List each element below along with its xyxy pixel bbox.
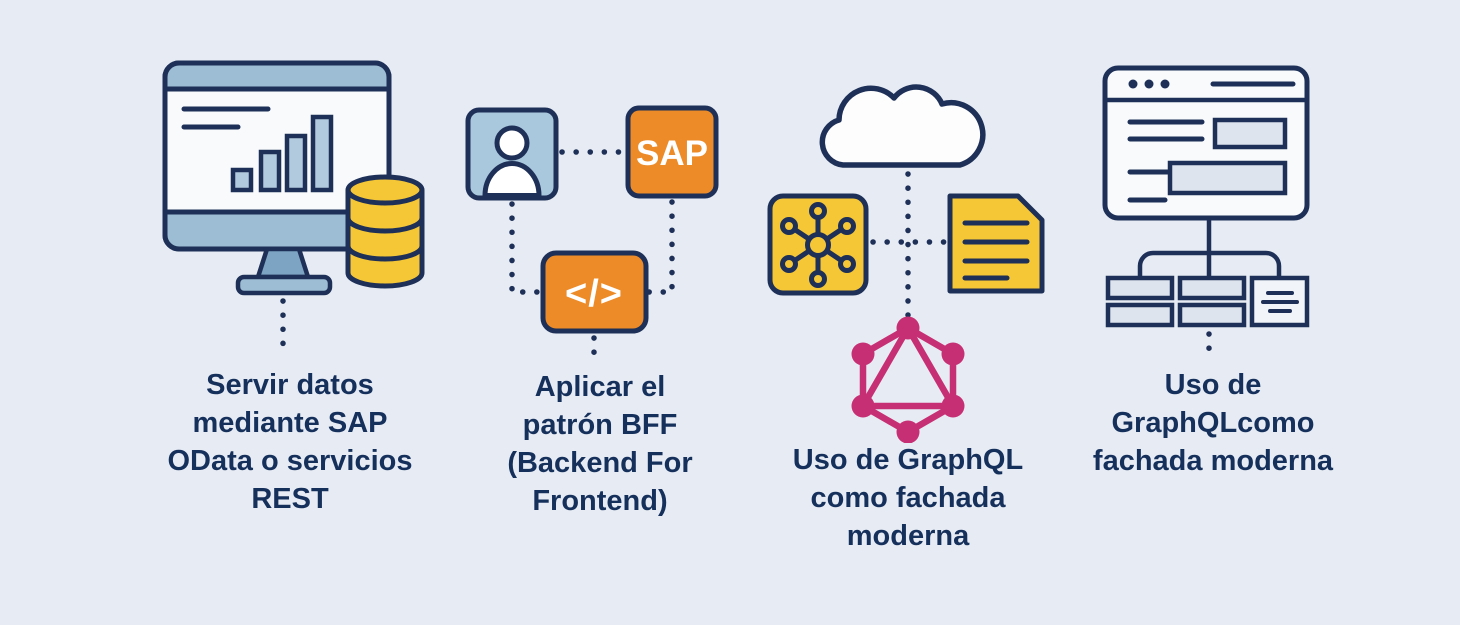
sitemap-connectors xyxy=(1137,218,1282,278)
caption-line: Servir datos xyxy=(206,369,374,401)
code-icon: </> xyxy=(540,250,649,334)
code-glyph: </> xyxy=(565,273,623,315)
page-content-lines xyxy=(1127,117,1288,203)
caption-line: GraphQLcomo xyxy=(1111,407,1315,439)
graphql-logo-icon xyxy=(851,316,965,443)
caption-line: (Backend For xyxy=(507,447,693,479)
cloud-icon xyxy=(819,84,986,168)
caption-line: Uso de xyxy=(1164,369,1262,401)
caption-line: fachada moderna xyxy=(1092,445,1334,477)
database-icon xyxy=(345,174,425,289)
monitor-database-icon xyxy=(162,60,425,350)
user-icon xyxy=(465,107,559,201)
monitor-stand xyxy=(254,246,312,280)
network-hub-icon xyxy=(767,193,869,296)
sap-icon: SAP xyxy=(625,105,719,199)
caption-line: Frontend) xyxy=(532,485,668,517)
bar-chart-icon xyxy=(230,114,334,193)
caption-line: Aplicar el xyxy=(534,371,666,403)
caption-graphql: Uso de GraphQL como fachada moderna xyxy=(768,441,1048,555)
caption-line: como fachada xyxy=(810,482,1006,514)
caption-odata-rest: Servir datos mediante SAP OData o servic… xyxy=(140,366,440,518)
bff-flow-icon: SAP </> xyxy=(465,105,719,365)
browser-dots-icon xyxy=(1128,79,1170,89)
caption-line: mediante SAP xyxy=(192,407,388,439)
browser-sitemap-icon xyxy=(1102,65,1310,353)
caption-graphql-2: Uso de GraphQLcomo fachada moderna xyxy=(1063,366,1363,480)
graphql-facade-icon xyxy=(767,84,1045,443)
document-icon xyxy=(947,193,1045,294)
sap-label: SAP xyxy=(636,134,708,173)
dotted-connector xyxy=(509,201,544,295)
caption-line: REST xyxy=(251,483,329,515)
caption-line: OData o servicios xyxy=(167,445,413,477)
sitemap-nodes xyxy=(1105,275,1310,328)
monitor-top-bar xyxy=(162,60,392,92)
caption-line: moderna xyxy=(846,520,970,552)
caption-line: patrón BFF xyxy=(522,409,678,441)
dotted-connector xyxy=(646,199,675,295)
caption-bff: Aplicar el patrón BFF (Backend For Front… xyxy=(470,368,730,520)
caption-line: Uso de GraphQL xyxy=(792,444,1024,476)
monitor-base xyxy=(235,274,333,296)
